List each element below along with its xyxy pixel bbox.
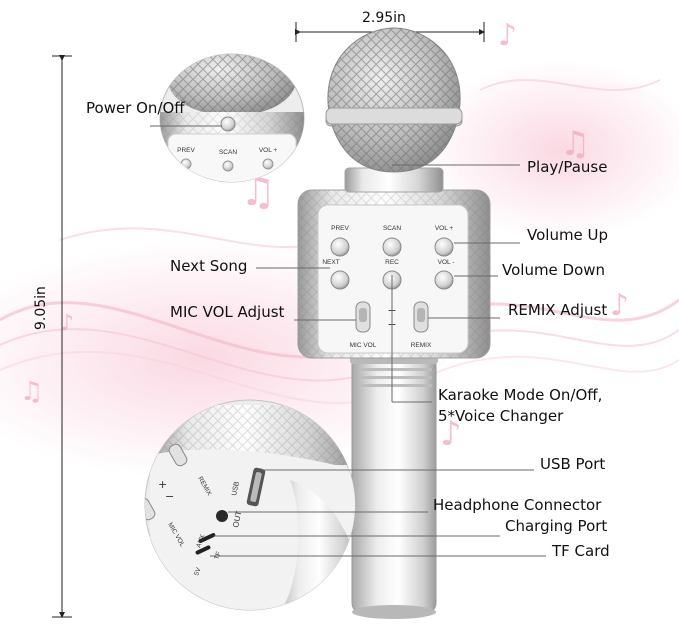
detail-label-plus: +	[158, 478, 167, 491]
callout-lines	[150, 125, 546, 557]
panel-label-mic-vol: MIC VOL	[350, 342, 377, 349]
label-volume-down: Volume Down	[502, 261, 606, 279]
detail-label-scan: SCAN	[219, 149, 237, 156]
label-usb-port: USB Port	[540, 455, 606, 473]
detail-label-prev: PREV	[177, 147, 195, 154]
detail-label-usb: USB	[231, 481, 241, 497]
panel-label-rec: REC	[385, 259, 399, 266]
label-voice-changer: 5*Voice Changer	[438, 407, 564, 425]
tf-card-slot	[198, 533, 216, 543]
svg-text:♫: ♫	[560, 124, 590, 164]
height-dimension-label: 9.05in	[33, 286, 49, 330]
height-dimension	[52, 55, 72, 618]
panel-label-next: NEXT	[322, 259, 339, 266]
panel-label-vol-plus: VOL +	[435, 225, 454, 232]
label-remix-adjust: REMIX Adjust	[508, 301, 608, 319]
microphone-main: PREV SCAN VOL + NEXT REC VOL - MIC VOL R…	[297, 27, 491, 619]
svg-text:♪: ♪	[610, 288, 629, 323]
volume-down-button[interactable]	[434, 270, 454, 290]
label-headphone-connector: Headphone Connector	[433, 496, 602, 514]
scan-button[interactable]	[382, 237, 402, 257]
panel-label-scan: SCAN	[383, 225, 401, 232]
bottom-detail-inset: USB OUT AUX TF 5V REMIX MIC VOL + −	[144, 399, 356, 611]
headphone-jack	[216, 510, 228, 522]
svg-text:♪: ♪	[440, 414, 462, 454]
label-mic-vol-adjust: MIC VOL Adjust	[170, 303, 285, 321]
next-button[interactable]	[330, 270, 350, 290]
label-karaoke-mode: Karaoke Mode On/Off,	[438, 386, 603, 404]
label-volume-up: Volume Up	[527, 226, 609, 244]
width-dimension-label: 2.95in	[362, 10, 406, 26]
detail-label-5v: 5V	[193, 566, 203, 576]
detail-label-minus: −	[165, 490, 174, 503]
charging-port	[195, 545, 211, 555]
detail-label-vol: VOL +	[259, 147, 278, 154]
detail-label-aux: AUX	[195, 533, 206, 549]
svg-text:♪: ♪	[498, 18, 517, 53]
prev-button[interactable]	[330, 237, 350, 257]
label-next-song: Next Song	[170, 257, 248, 275]
svg-text:♫: ♫	[20, 377, 43, 407]
panel-label-vol-minus: VOL -	[438, 259, 455, 266]
label-charging-port: Charging Port	[505, 517, 608, 535]
detail-label-out: OUT	[231, 510, 243, 528]
power-button[interactable]	[220, 116, 236, 132]
top-detail-inset: PREV SCAN VOL +	[159, 53, 305, 183]
label-play-pause: Play/Pause	[527, 158, 608, 176]
music-note-icon: ♪ ♫ ♫ ♪ ♪ ♫ ♪	[20, 18, 629, 454]
volume-up-button[interactable]	[434, 237, 454, 257]
label-tf-card: TF Card	[552, 542, 610, 560]
panel-label-remix: REMIX	[411, 342, 432, 349]
label-power-on-off: Power On/Off	[86, 99, 185, 117]
panel-label-prev: PREV	[331, 225, 349, 232]
